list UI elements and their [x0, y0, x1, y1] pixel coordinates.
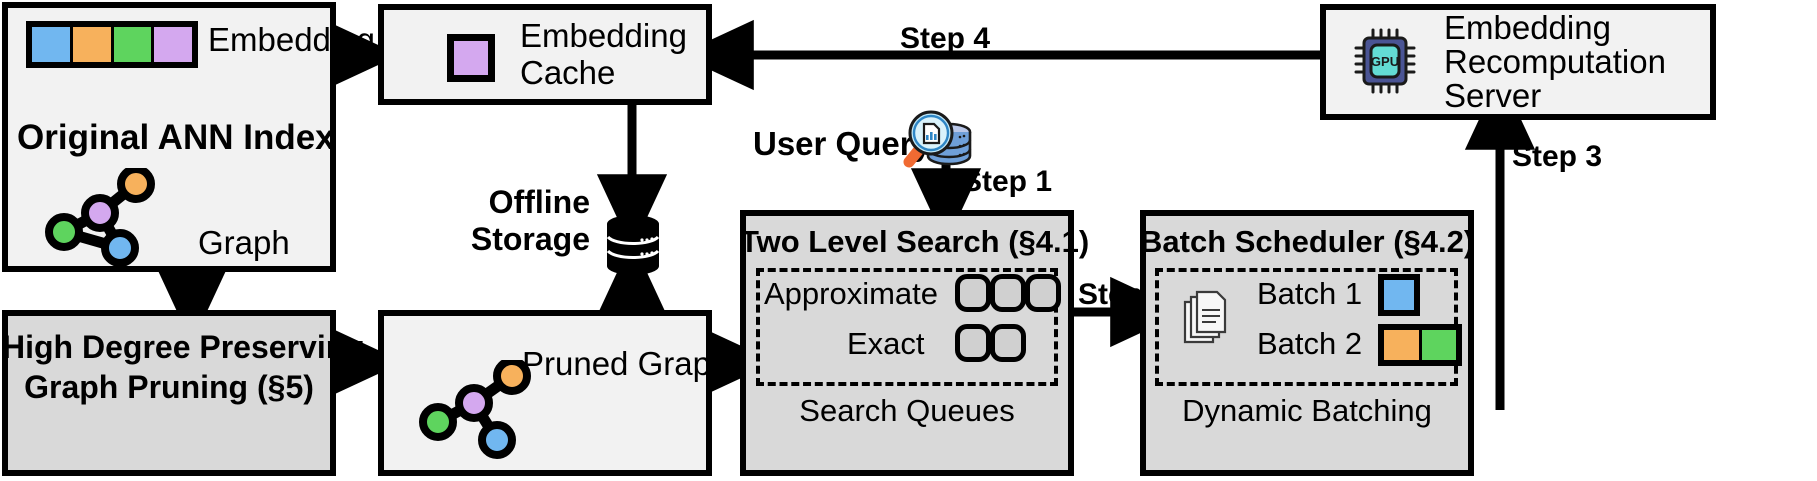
embedding-cell-green: [113, 27, 155, 62]
embedding-label: Embedding: [208, 21, 375, 58]
original-ann-index-title: Original ANN Index: [17, 118, 335, 157]
user-query-search-icon: [903, 110, 972, 168]
database-cylinder-icon: [606, 215, 660, 275]
pruned-graph-icon: [419, 360, 531, 459]
box-pruned-graph[interactable]: [378, 310, 712, 476]
embedding-cache-label-line2: Cache: [520, 54, 616, 91]
approximate-queue-cell-2: [990, 274, 1026, 312]
graph-pruning-title-line2: Graph Pruning (§5): [24, 369, 314, 405]
search-queues-caption: Search Queues: [799, 393, 1015, 428]
batch-1-swatch-blue: [1378, 274, 1420, 316]
embedding-cell-purple: [154, 27, 192, 62]
approximate-queue-cell-3: [1025, 274, 1061, 312]
box-embedding-cache[interactable]: [378, 4, 712, 105]
offline-storage-label-line2: Storage: [470, 221, 590, 257]
recomputation-server-line3: Server: [1444, 77, 1542, 114]
batch-2-swatch-green: [1421, 330, 1456, 360]
embedding-cell-orange: [72, 27, 114, 62]
batch-2-swatches: [1378, 324, 1462, 366]
approximate-label: Approximate: [764, 276, 939, 311]
offline-storage-label-line1: Offline: [488, 184, 590, 220]
gpu-chip-icon: GPU: [1354, 28, 1416, 94]
search-queues-dashed-region: [756, 268, 1058, 386]
approximate-queue-cell-1: [955, 274, 991, 312]
graph-pruning-title-line1: High Degree Preserving: [2, 329, 365, 365]
step4-label: Step 4: [900, 22, 991, 55]
graph-label: Graph: [198, 224, 290, 261]
exact-label: Exact: [847, 326, 925, 361]
recomputation-server-line2: Recomputation: [1444, 43, 1666, 80]
batch-1-label: Batch 1: [1257, 276, 1363, 311]
embedding-cache-label-line1: Embedding: [520, 17, 687, 54]
gpu-icon-text: GPU: [1371, 54, 1399, 69]
pruned-graph-label: Pruned Graph: [522, 345, 730, 382]
box-graph-pruning[interactable]: [2, 310, 336, 476]
embedding-cache-swatch: [447, 34, 495, 82]
recomputation-server-line1: Embedding: [1444, 9, 1611, 46]
step1-label: Step 1: [962, 165, 1053, 198]
batch-2-swatch-orange: [1384, 330, 1422, 360]
batch-scheduler-title: Batch Scheduler (§4.2): [1140, 224, 1475, 259]
embedding-strip: [26, 21, 198, 68]
step3-label: Step 3: [1512, 140, 1603, 173]
box-embedding-recomputation-server[interactable]: [1320, 4, 1716, 120]
original-graph-icon: [45, 168, 155, 266]
two-level-search-title: Two Level Search (§4.1): [740, 224, 1090, 259]
embedding-cell-blue: [32, 27, 73, 62]
dynamic-batching-caption: Dynamic Batching: [1182, 393, 1432, 428]
batch-2-label: Batch 2: [1257, 326, 1363, 361]
exact-queue-cell-2: [990, 324, 1026, 362]
documents-stack-icon: [1183, 290, 1227, 344]
exact-queue-cell-1: [955, 324, 991, 362]
